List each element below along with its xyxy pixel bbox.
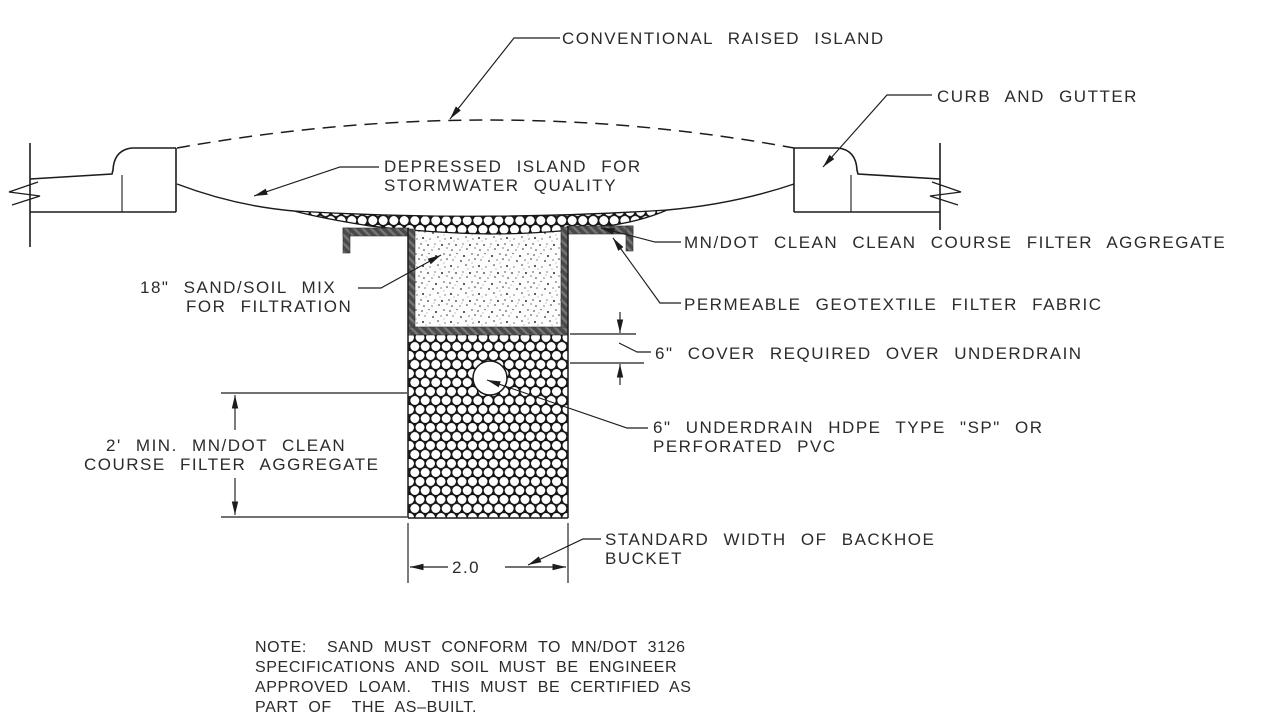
sand-soil-fill: [414, 231, 562, 327]
label-depressed-island-1: DEPRESSED ISLAND FOR: [384, 157, 642, 176]
geotextile-bottom: [407, 326, 569, 336]
geotextile-left-wing: [342, 227, 410, 237]
label-backhoe-2: BUCKET: [605, 549, 683, 568]
label-trench-width: 2.0: [452, 558, 480, 577]
leader-backhoe: [527, 538, 601, 566]
trench-width-dimension: [407, 523, 569, 583]
label-curb-gutter: CURB AND GUTTER: [937, 87, 1138, 106]
geotextile-left-flange: [342, 227, 351, 254]
trench-outline: [407, 226, 569, 519]
geotextile-right-flange: [625, 225, 634, 252]
label-sand-soil-1: 18" SAND/SOIL MIX: [140, 278, 336, 297]
leader-depressed-island: [253, 166, 379, 197]
underdrain-pipe: [472, 360, 508, 396]
note-line-2: SPECIFICATIONS AND SOIL MUST BE ENGINEER: [255, 659, 677, 676]
leader-conventional-island: [449, 37, 560, 120]
island-surface-right: [666, 183, 795, 211]
label-sand-soil-2: FOR FILTRATION: [186, 297, 352, 316]
label-depth-2: COURSE FILTER AGGREGATE: [84, 455, 379, 474]
leader-underdrain: [486, 379, 648, 429]
geotextile-right-wall: [560, 226, 569, 336]
right-curb-and-gutter: [793, 143, 962, 230]
label-cover: 6" COVER REQUIRED OVER UNDERDRAIN: [655, 344, 1083, 363]
conventional-island-dashed-outline: [176, 119, 795, 149]
cover-dimension: [570, 312, 644, 385]
note-line-4: PART OF THE AS–BUILT.: [255, 699, 477, 716]
label-backhoe-1: STANDARD WIDTH OF BACKHOE: [605, 530, 935, 549]
left-break-symbol: [8, 181, 41, 206]
leader-filter-aggregate: [600, 227, 681, 243]
geotextile-right-wing: [566, 225, 634, 235]
aggregate-depth-dimension: [221, 392, 407, 518]
label-underdrain-2: PERFORATED PVC: [653, 437, 837, 456]
right-break-symbol: [929, 181, 962, 206]
label-filter-aggregate: MN/DOT CLEAN CLEAN COURSE FILTER AGGREGA…: [684, 233, 1226, 252]
note-block: NOTE: SAND MUST CONFORM TO MN/DOT 3126 S…: [255, 639, 692, 716]
right-curb-profile: [794, 147, 941, 180]
left-curb-profile: [29, 147, 176, 180]
leader-cover: [618, 342, 651, 353]
label-conventional-island: CONVENTIONAL RAISED ISLAND: [562, 29, 885, 48]
island-surface-left: [176, 183, 295, 212]
label-depressed-island-2: STORMWATER QUALITY: [384, 176, 617, 195]
note-line-1: NOTE: SAND MUST CONFORM TO MN/DOT 3126: [255, 639, 686, 656]
leader-sand-soil: [358, 254, 442, 289]
geotextile-fabric: [342, 225, 634, 336]
geotextile-left-wall: [407, 228, 416, 336]
label-underdrain-1: 6" UNDERDRAIN HDPE TYPE "SP" OR: [653, 418, 1044, 437]
note-line-3: APPROVED LOAM. THIS MUST BE CERTIFIED AS: [255, 679, 692, 696]
left-curb-and-gutter: [8, 143, 177, 247]
label-geotextile: PERMEABLE GEOTEXTILE FILTER FABRIC: [684, 295, 1103, 314]
leader-curb-gutter: [822, 94, 932, 168]
label-depth-1: 2' MIN. MN/DOT CLEAN: [106, 436, 346, 455]
leader-geotextile: [612, 237, 681, 304]
